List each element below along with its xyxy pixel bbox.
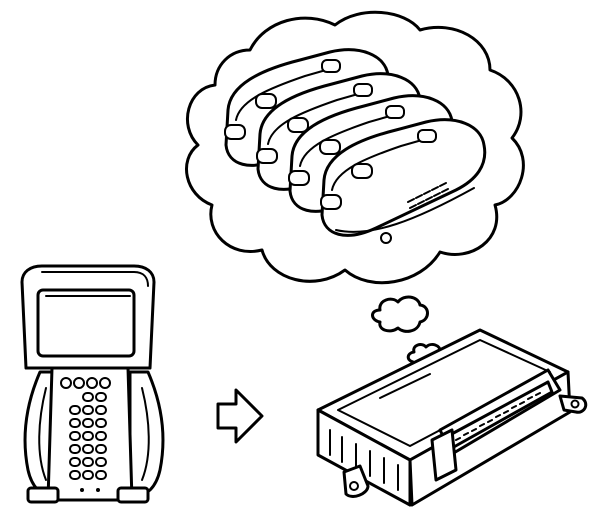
control-module-icon (316, 328, 588, 507)
handheld-scan-tool-icon (20, 264, 165, 504)
small-thought-bubble (371, 295, 429, 333)
key-fob-icon (320, 118, 487, 244)
fob-grip-texture (407, 182, 449, 209)
arrow-right-icon (216, 388, 264, 444)
keypad-icon (60, 377, 111, 492)
key-fob-group (224, 48, 487, 244)
